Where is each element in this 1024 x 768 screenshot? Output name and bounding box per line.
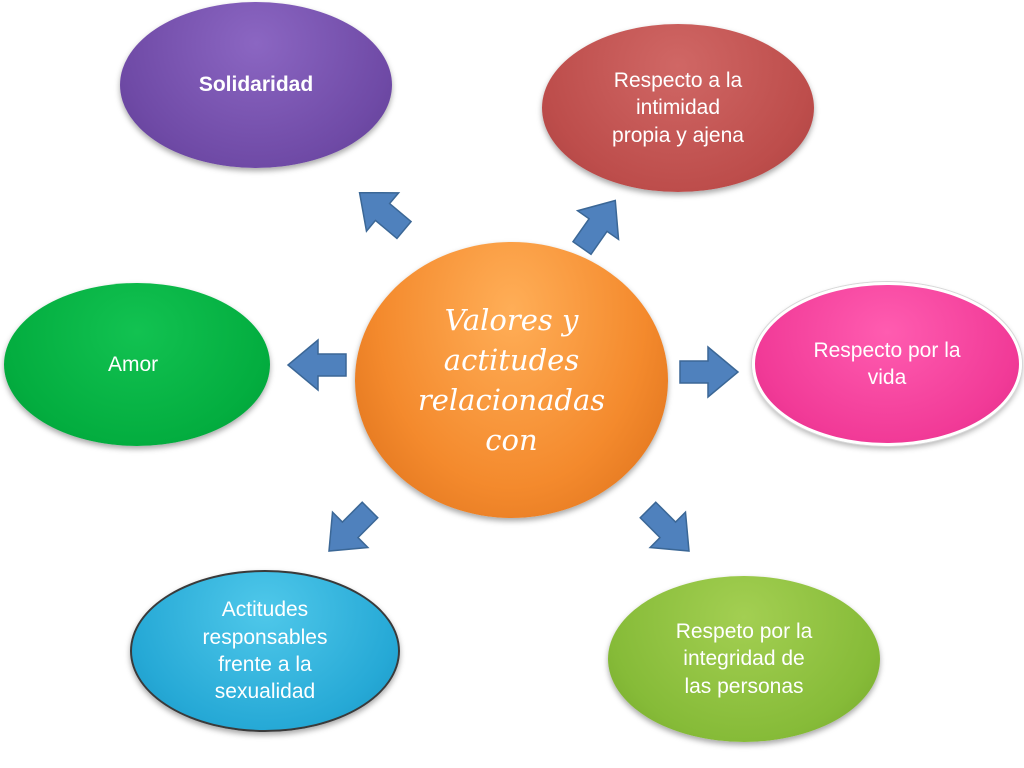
node-vida-line: Respecto por la: [813, 339, 961, 362]
node-vida-text: Respecto por la vida: [813, 337, 960, 392]
central-node-text: Valores y actitudes relacionadas con: [418, 300, 605, 460]
central-node-line: actitudes: [443, 342, 580, 377]
node-vida-line: vida: [867, 366, 907, 390]
arrow-to-sexualidad-icon: [310, 491, 389, 570]
node-sexualidad-line: Actitudes: [221, 598, 309, 622]
arrow-to-intimidad-icon: [560, 185, 637, 264]
node-integridad-line: integridad de: [683, 647, 805, 671]
node-sexualidad-line: frente a la: [218, 653, 312, 676]
node-solidaridad-label: Solidaridad: [198, 73, 314, 97]
node-integridad: Respeto por la integridad de las persona…: [608, 576, 880, 742]
node-intimidad-line: Respecto a la: [613, 69, 743, 93]
node-sexualidad: Actitudes responsables frente a la sexua…: [130, 570, 400, 732]
node-amor: Amor: [4, 283, 270, 446]
node-vida: Respecto por la vida: [752, 282, 1022, 446]
node-integridad-line: las personas: [684, 674, 804, 698]
arrow-to-amor-icon: [287, 339, 347, 391]
node-amor-label: Amor: [108, 352, 159, 376]
node-integridad-line: Respeto por la: [675, 620, 813, 644]
central-node-line: Valores y: [444, 302, 579, 337]
node-sexualidad-line: responsables: [202, 625, 328, 649]
node-solidaridad: Solidaridad: [120, 2, 392, 168]
central-node: Valores y actitudes relacionadas con: [355, 242, 668, 518]
arrow-to-vida-icon: [679, 346, 739, 398]
node-sexualidad-text: Actitudes responsables frente a la sexua…: [203, 596, 328, 705]
node-integridad-text: Respeto por la integridad de las persona…: [676, 618, 813, 700]
arrow-to-integridad-icon: [629, 491, 708, 570]
node-sexualidad-line: sexualidad: [214, 680, 316, 704]
arrow-to-solidaridad-icon: [342, 172, 421, 250]
node-intimidad: Respecto a la intimidad propia y ajena: [542, 24, 814, 192]
central-node-line: con: [485, 423, 538, 458]
node-intimidad-line: propia y ajena: [612, 123, 744, 147]
node-intimidad-line: intimidad: [635, 96, 721, 120]
node-intimidad-text: Respecto a la intimidad propia y ajena: [612, 67, 744, 149]
central-node-line: relacionadas: [417, 383, 606, 417]
